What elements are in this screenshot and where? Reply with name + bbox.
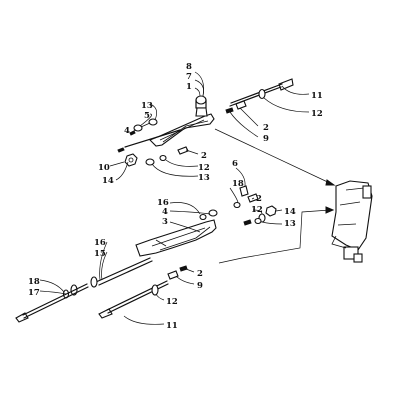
- assembly-link-line: [218, 209, 331, 264]
- lock-nut: [179, 265, 188, 272]
- bushing: [208, 209, 218, 217]
- callout-9: 9: [197, 281, 203, 291]
- nut: [124, 153, 138, 167]
- spacer: [167, 270, 179, 280]
- long-bolt: [15, 312, 29, 323]
- callout-15: 15: [94, 249, 106, 259]
- washer: [145, 158, 155, 166]
- callout-8: 8: [186, 62, 192, 72]
- bushing: [159, 154, 167, 162]
- washer: [233, 201, 241, 209]
- callout-11: 11: [311, 91, 323, 101]
- washer: [151, 284, 159, 296]
- lock-nut: [225, 107, 234, 114]
- callout-4: 4: [162, 207, 168, 217]
- callout-11: 11: [166, 321, 178, 331]
- callout-16: 16: [94, 238, 106, 248]
- washer: [90, 276, 98, 288]
- callout-1: 1: [186, 82, 192, 92]
- callout-2: 2: [201, 151, 207, 161]
- callout-10: 10: [98, 163, 110, 173]
- upper-bolt: [278, 78, 294, 91]
- callout-4: 4: [124, 126, 130, 136]
- callout-2: 2: [197, 269, 203, 279]
- callout-2: 2: [256, 194, 262, 204]
- spacer: [235, 100, 247, 110]
- leader-lines: [39, 71, 310, 325]
- washer: [258, 88, 266, 100]
- callout-5: 5: [144, 111, 150, 121]
- callout-9: 9: [263, 134, 269, 144]
- callout-13: 13: [141, 101, 153, 111]
- spacer: [247, 193, 259, 203]
- callout-labels: 8 7 1 13 5 4 11 12 2 9 2 12 10 14 13 6 1…: [28, 62, 323, 331]
- lock-nut: [243, 219, 252, 226]
- callout-18: 18: [28, 277, 40, 287]
- steering-knuckle: [331, 180, 373, 263]
- callout-2: 2: [263, 123, 269, 133]
- bushing: [199, 213, 207, 221]
- bushing: [254, 217, 262, 225]
- callout-18: 18: [232, 179, 244, 189]
- nut: [265, 205, 277, 217]
- callout-3: 3: [162, 217, 168, 227]
- pivot-shaft: [98, 260, 153, 286]
- assembly-link-line: [214, 128, 335, 186]
- callout-12: 12: [198, 163, 210, 173]
- callout-14: 14: [284, 207, 296, 217]
- callout-13: 13: [198, 173, 210, 183]
- ball-joint: [195, 95, 207, 105]
- callout-14: 14: [102, 176, 114, 186]
- bushing: [239, 185, 249, 197]
- callout-13: 13: [284, 219, 296, 229]
- upper-arm-shaft: [124, 129, 181, 148]
- callout-7: 7: [186, 72, 192, 82]
- callout-12: 12: [251, 205, 263, 215]
- callout-12: 12: [311, 109, 323, 119]
- pivot-shaft: [95, 257, 151, 283]
- callout-17: 17: [28, 288, 40, 298]
- lower-a-arm-assembly: [15, 185, 277, 323]
- bushing: [133, 124, 143, 132]
- bushing: [148, 118, 158, 126]
- callout-12: 12: [166, 297, 178, 307]
- callout-6: 6: [232, 159, 238, 169]
- lower-bolt: [98, 308, 113, 319]
- callout-16: 16: [157, 198, 169, 208]
- washer: [117, 147, 125, 153]
